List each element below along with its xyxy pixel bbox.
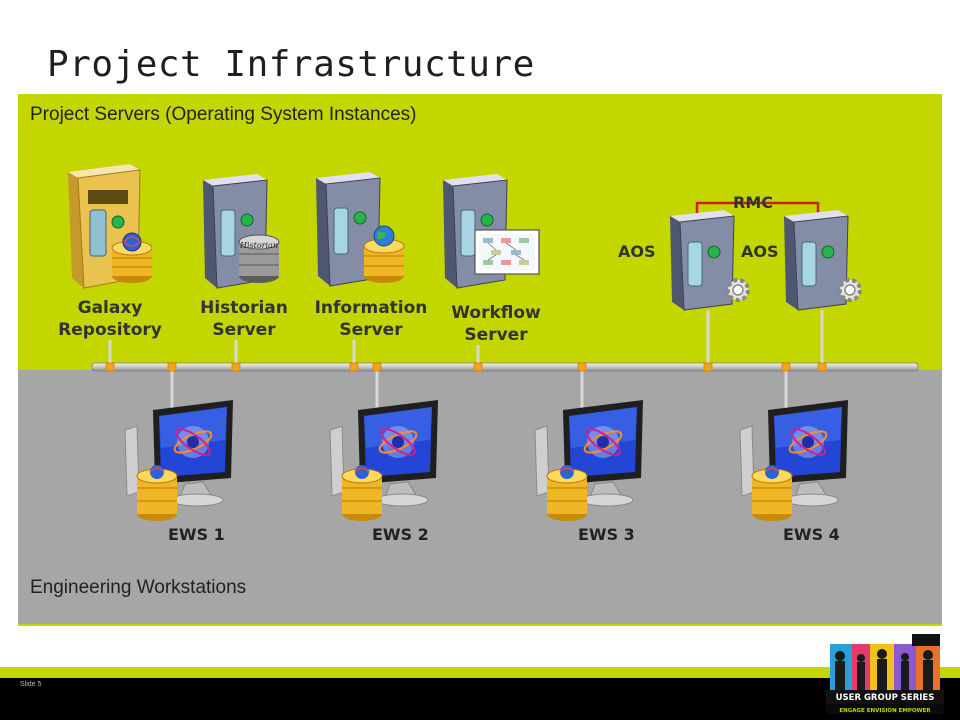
- ews-3-label: EWS 3: [578, 525, 635, 544]
- page-title: Project Infrastructure: [47, 44, 535, 85]
- information-server-icon: [316, 172, 405, 287]
- svg-text:Historian: Historian: [239, 241, 278, 250]
- historian-server-icon: Historian: [203, 174, 280, 289]
- ews-1-label: EWS 1: [168, 525, 225, 544]
- logo-title: USER GROUP SERIES: [836, 693, 935, 703]
- aos-label-right: AOS: [741, 242, 779, 261]
- ews-2-workstation-icon: [329, 400, 438, 521]
- footer-bar: [0, 678, 960, 720]
- logo-tagline: ENGAGE ENVISION EMPOWER: [839, 708, 931, 714]
- aos-label-left: AOS: [618, 242, 656, 261]
- ews-3-workstation-icon: [534, 400, 643, 521]
- project-servers-label: Project Servers (Operating System Instan…: [30, 104, 417, 125]
- aos-server-icon-right: [784, 210, 862, 311]
- ews-4-workstation-icon: [739, 400, 848, 521]
- workflow-server-icon: [443, 174, 540, 289]
- ews-1-workstation-icon: [124, 400, 233, 521]
- engineering-workstations-label: Engineering Workstations: [30, 577, 247, 598]
- footer-accent-bar: [0, 667, 960, 678]
- ews-4-label: EWS 4: [783, 525, 840, 544]
- rmc-label: RMC: [733, 193, 773, 212]
- user-group-series-logo: USER GROUP SERIES ENGAGE ENVISION EMPOWE…: [826, 634, 944, 714]
- aos-server-icon-left: [670, 210, 750, 311]
- slide-number: Slide 5: [20, 681, 42, 688]
- ews-2-label: EWS 2: [372, 525, 429, 544]
- galaxy-repository-server-icon: [68, 164, 153, 289]
